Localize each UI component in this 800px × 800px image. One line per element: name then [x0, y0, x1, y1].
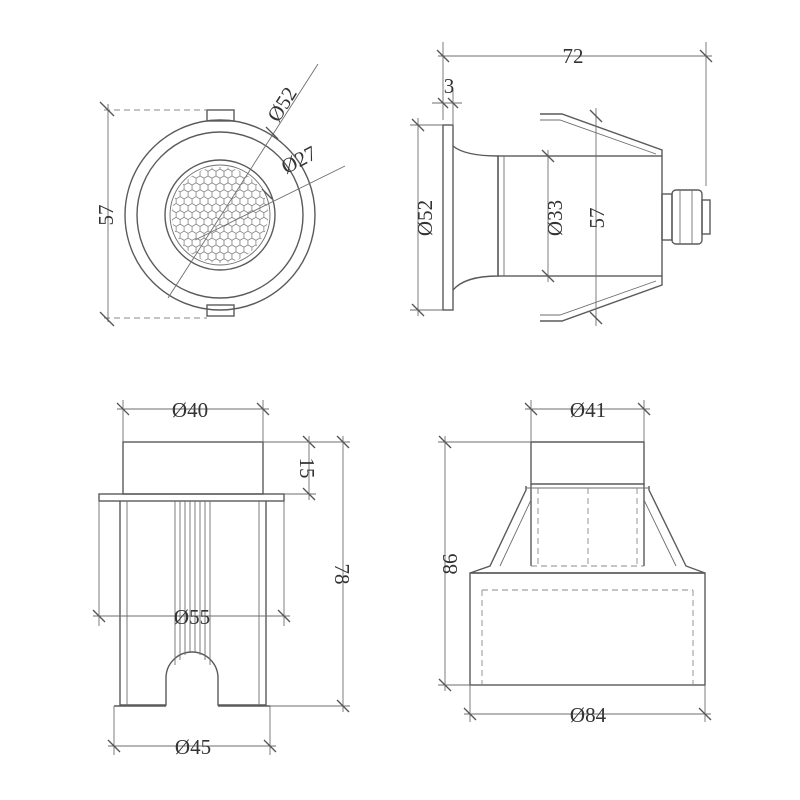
side-spring-bottom	[540, 276, 663, 322]
side-spring-tick-top	[589, 109, 603, 123]
front-inner-tick	[261, 188, 273, 200]
housing-body-tick-right	[277, 609, 291, 623]
housing-collar-label: 15	[295, 458, 319, 479]
adapter-shoulder	[469, 486, 706, 574]
adapter-base-tick-right	[698, 707, 712, 721]
lens-cell	[203, 258, 213, 263]
housing-ribs	[174, 501, 211, 665]
front-outer-tick	[265, 126, 279, 140]
housing-body-tick-left	[92, 609, 106, 623]
side-flange-tick-right	[447, 97, 459, 109]
lens-cell	[191, 251, 201, 262]
side-length-tick-right	[699, 49, 713, 63]
housing-height-tick-top	[336, 435, 350, 449]
housing-top-tick-right	[256, 402, 270, 416]
front-inner-leader	[194, 165, 346, 241]
adapter-height-label: 86	[438, 554, 462, 575]
front-height-label: 57	[94, 205, 118, 226]
adapter-top-tick-left	[524, 402, 538, 416]
housing-top-label: Ø40	[172, 398, 208, 422]
front-lens-ring	[164, 159, 276, 271]
front-view: 57 Ø52 Ø27	[94, 63, 346, 327]
housing-view: Ø40 15 78 Ø55 Ø45	[92, 398, 354, 759]
housing-body-label: Ø55	[174, 605, 210, 629]
side-spring-label: 57	[585, 208, 609, 229]
lens-cell	[227, 258, 237, 263]
side-neck	[452, 145, 499, 291]
adapter-shoulder-inner-left	[499, 499, 532, 567]
adapter-base-tick-left	[463, 707, 477, 721]
adapter-top-label: Ø41	[570, 398, 606, 422]
housing-height-label: 78	[330, 564, 354, 585]
front-outer-leader	[167, 63, 319, 299]
front-bottom-tab	[206, 304, 235, 317]
housing-base-label: Ø45	[175, 735, 211, 759]
side-gland-cap	[701, 199, 711, 235]
adapter-top-tube	[530, 441, 645, 485]
side-body-tick-top	[541, 149, 555, 163]
adapter-shoulder-inner-right	[643, 499, 677, 567]
housing-base-tick-right	[263, 739, 277, 753]
adapter-height-tick-bottom	[438, 678, 452, 692]
front-middle-ring	[136, 131, 304, 299]
side-length-tick-left	[436, 49, 450, 63]
side-spring-top	[540, 113, 663, 156]
side-spring-tick-bottom	[589, 311, 603, 325]
side-outer-tick-bottom	[411, 303, 425, 317]
lens-cell	[219, 258, 229, 263]
side-body	[497, 155, 663, 277]
housing-height-tick-bottom	[336, 699, 350, 713]
front-top-tab	[206, 109, 235, 122]
housing-top-cap	[122, 441, 264, 495]
side-gland-base	[661, 193, 673, 241]
housing-top-tick-left	[116, 402, 130, 416]
adapter-view: Ø41 86 Ø84	[438, 398, 712, 727]
adapter-height-tick-top	[438, 435, 452, 449]
honeycomb-lens	[172, 167, 268, 263]
side-view: 72 3 Ø52 Ø33 57	[410, 42, 713, 326]
side-body-tick-bottom	[541, 269, 555, 283]
lens-cell	[211, 258, 221, 263]
housing-body	[119, 501, 267, 706]
adapter-lower-body	[469, 572, 706, 686]
side-flange-label: 3	[444, 74, 455, 98]
side-length-label: 72	[563, 44, 584, 68]
front-height-tick-bottom	[99, 311, 115, 327]
housing-base-tick-left	[107, 739, 121, 753]
lens-cell	[239, 251, 249, 262]
front-height-tick-top	[99, 101, 115, 117]
side-spring-bottom-inner	[540, 280, 657, 316]
front-outer-label: Ø52	[262, 83, 302, 126]
side-outer-label: Ø52	[413, 200, 437, 236]
side-gland-nut	[671, 189, 703, 245]
side-flange-tick-left	[437, 97, 449, 109]
side-flange	[442, 124, 454, 311]
adapter-top-tick-right	[637, 402, 651, 416]
housing-collar-tick-bottom	[302, 487, 316, 501]
side-spring-top-inner	[540, 119, 657, 155]
front-inner-label: Ø27	[277, 141, 320, 179]
front-lens-inner-ring	[169, 164, 271, 266]
front-outer-ring	[124, 119, 316, 311]
housing-collar	[98, 493, 285, 502]
adapter-base-label: Ø84	[570, 703, 607, 727]
side-outer-tick-top	[411, 118, 425, 132]
side-body-label: Ø33	[543, 200, 567, 236]
